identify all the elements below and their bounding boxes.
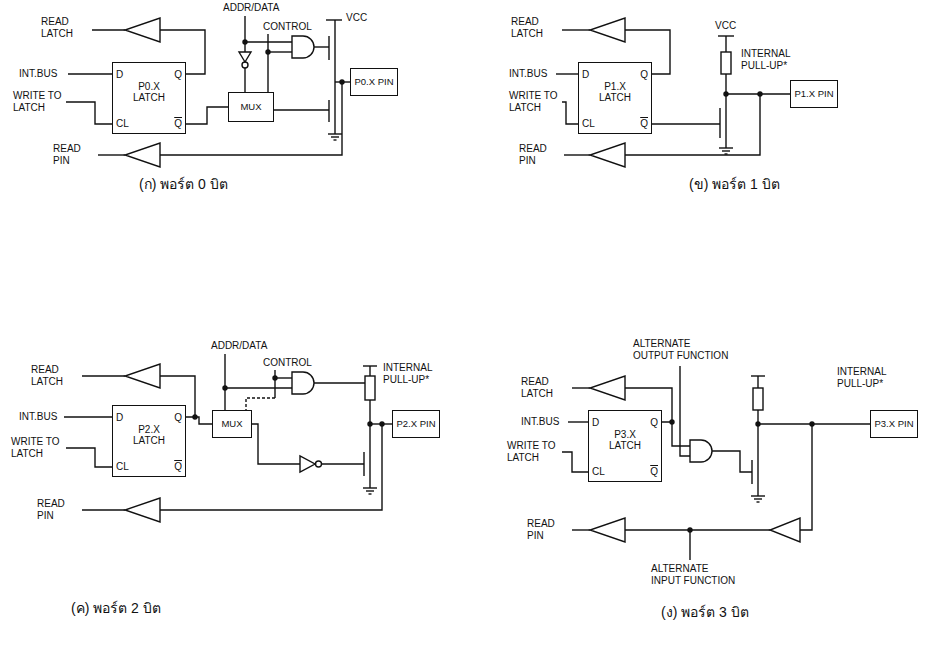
latch-text: Q — [174, 412, 182, 423]
latch-text: CL — [582, 118, 595, 129]
mux-box: MUX — [212, 410, 252, 438]
signal-name: READ PIN — [526, 518, 572, 541]
latch-text: P1.X LATCH — [593, 81, 637, 103]
signal-name: ADDR/DATA — [210, 340, 268, 352]
latch-text: CL — [116, 461, 129, 472]
signal-name: CONTROL — [262, 357, 313, 369]
signal-name: INTERNAL PULL-UP* — [836, 366, 908, 389]
signal-name: INTERNAL PULL-UP* — [740, 48, 812, 71]
pin-box: P0.X PIN — [350, 68, 398, 96]
signal-name: WRITE TO LATCH — [508, 90, 562, 113]
latch-text: Q — [174, 69, 182, 80]
latch-text: P3.X LATCH — [603, 429, 647, 451]
box-label: P2.X PIN — [396, 419, 435, 429]
port0-circuit — [64, 16, 350, 167]
signal-name: VCC — [714, 20, 737, 32]
box-label: P0.X PIN — [354, 77, 393, 87]
latch-text: D — [592, 417, 599, 428]
pin-box: P1.X PIN — [790, 80, 838, 108]
port3-circuit — [562, 366, 870, 560]
signal-name: READ LATCH — [520, 376, 572, 399]
signal-name: INT.BUS — [508, 68, 548, 80]
box-label: MUX — [240, 102, 261, 112]
figure-caption: (ข) พอร์ต 1 บิต — [688, 176, 781, 192]
pin-box: P3.X PIN — [870, 410, 918, 438]
signal-wire — [186, 107, 228, 124]
latch-text: Q — [174, 461, 182, 472]
signal-name: READ PIN — [518, 143, 564, 166]
signal-name: VCC — [345, 12, 368, 24]
signal-name: ALTERNATE INPUT FUNCTION — [650, 563, 742, 586]
signal-name: INT.BUS — [520, 416, 560, 428]
signal-name: READ LATCH — [40, 16, 92, 39]
latch-text: D — [582, 69, 589, 80]
figure-caption: (ก) พอร์ต 0 บิต — [138, 176, 229, 192]
latch-text: P0.X LATCH — [127, 81, 171, 103]
signal-name: READ LATCH — [30, 364, 82, 387]
latch-text: Q — [650, 417, 658, 428]
latch-text: CL — [116, 118, 129, 129]
signal-name: CONTROL — [262, 21, 313, 33]
signal-name: READ PIN — [36, 498, 82, 521]
signal-wire — [186, 417, 212, 424]
port-latch: DP1.X LATCHQCLQ — [578, 62, 652, 134]
box-label: MUX — [221, 419, 242, 429]
pin-box: P2.X PIN — [392, 410, 440, 438]
port1-circuit — [556, 18, 790, 167]
signal-name: INT.BUS — [18, 411, 58, 423]
signal-name: READ PIN — [52, 143, 98, 166]
figure-caption: (ง) พอร์ต 3 บิต — [660, 604, 750, 620]
port-latch: DP3.X LATCHQCLQ — [588, 410, 662, 482]
signal-name: WRITE TO LATCH — [506, 440, 562, 463]
port-latch: DP0.X LATCHQCLQ — [112, 62, 186, 134]
latch-text: CL — [592, 466, 605, 477]
signal-name: ADDR/DATA — [222, 2, 280, 14]
signal-name: ALTERNATE OUTPUT FUNCTION — [632, 338, 734, 361]
box-label: P1.X PIN — [794, 89, 833, 99]
signal-name: WRITE TO LATCH — [10, 436, 66, 459]
signal-name: INT.BUS — [18, 68, 58, 80]
latch-text: Q — [174, 118, 182, 129]
signal-name: WRITE TO LATCH — [12, 90, 66, 113]
port-latch: DP2.X LATCHQCLQ — [112, 405, 186, 477]
signal-name: INTERNAL PULL-UP* — [382, 362, 454, 385]
latch-text: Q — [640, 118, 648, 129]
latch-text: Q — [650, 466, 658, 477]
latch-text: D — [116, 69, 123, 80]
latch-text: D — [116, 412, 123, 423]
port2-circuit — [64, 354, 392, 522]
latch-text: Q — [640, 69, 648, 80]
signal-name: READ LATCH — [510, 16, 562, 39]
figure-caption: (ค) พอร์ต 2 บิต — [70, 600, 162, 616]
box-label: P3.X PIN — [874, 419, 913, 429]
latch-text: P2.X LATCH — [127, 424, 171, 446]
mux-box: MUX — [228, 92, 274, 122]
